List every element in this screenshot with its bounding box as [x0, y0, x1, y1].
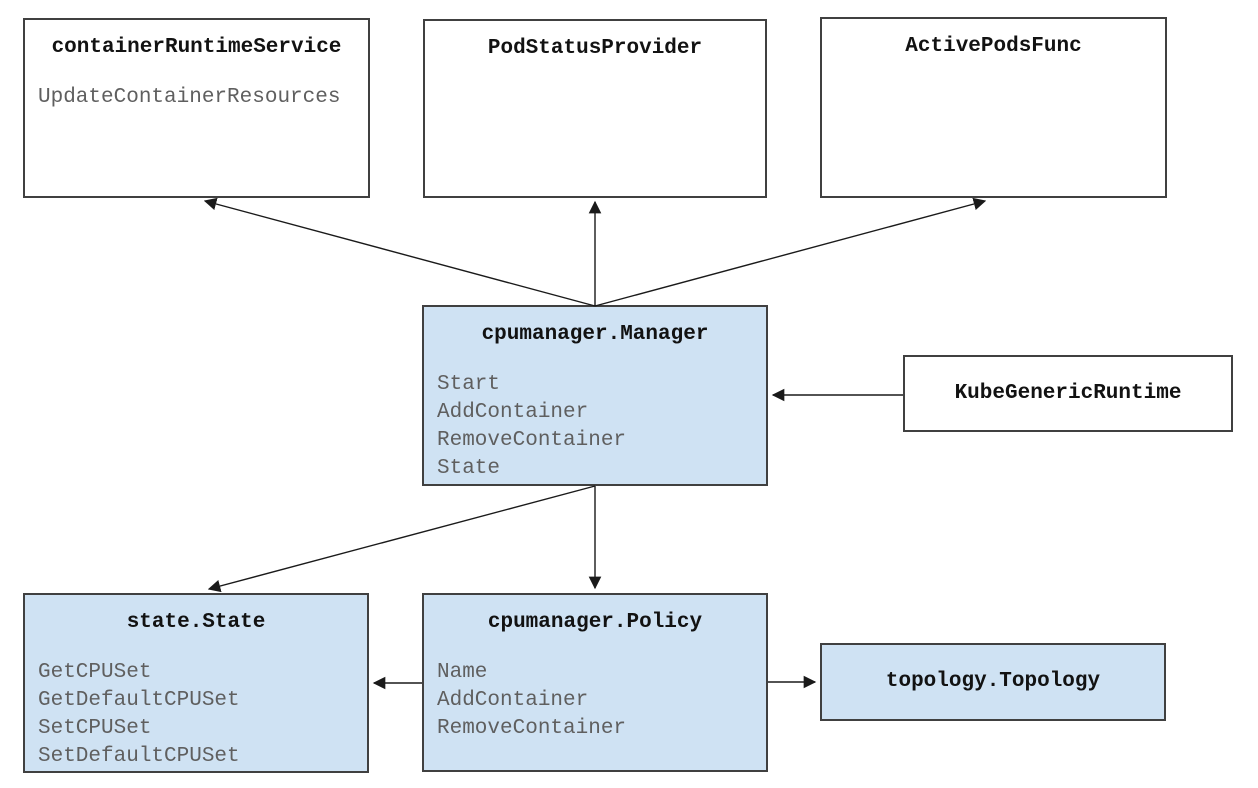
- method-item: SetCPUSet: [38, 717, 152, 740]
- node-title: ActivePodsFunc: [905, 35, 1082, 58]
- node-cpumanager-manager: cpumanager.Manager Start AddContainer Re…: [422, 305, 768, 486]
- method-item: Start: [437, 373, 501, 396]
- method-item: SetDefaultCPUSet: [38, 745, 240, 768]
- node-methods: UpdateContainerResources: [25, 84, 368, 112]
- node-title: containerRuntimeService: [51, 36, 342, 59]
- method-item: RemoveContainer: [437, 429, 627, 452]
- node-state-state: state.State GetCPUSet GetDefaultCPUSet S…: [23, 593, 369, 773]
- node-title: KubeGenericRuntime: [954, 381, 1182, 405]
- node-title: state.State: [126, 611, 266, 634]
- node-topology-topology: topology.Topology: [820, 643, 1166, 721]
- edge-manager-to-container-runtime-service: [203, 197, 596, 307]
- node-pod-status-provider: PodStatusProvider: [423, 19, 767, 198]
- method-item: UpdateContainerResources: [38, 86, 341, 109]
- node-title: cpumanager.Manager: [481, 323, 709, 346]
- method-item: AddContainer: [437, 689, 589, 712]
- method-item: GetCPUSet: [38, 661, 152, 684]
- node-methods: Name AddContainer RemoveContainer: [424, 659, 766, 743]
- edge-manager-to-state-state: [207, 485, 596, 593]
- node-kube-generic-runtime: KubeGenericRuntime: [903, 355, 1233, 432]
- method-item: AddContainer: [437, 401, 589, 424]
- edge-manager-to-active-pods-func: [594, 197, 987, 307]
- method-item: State: [437, 457, 501, 480]
- method-item: Name: [437, 661, 488, 684]
- node-container-runtime-service: containerRuntimeService UpdateContainerR…: [23, 18, 370, 198]
- method-item: RemoveContainer: [437, 717, 627, 740]
- node-title: cpumanager.Policy: [487, 611, 703, 634]
- node-methods: GetCPUSet GetDefaultCPUSet SetCPUSet Set…: [25, 659, 367, 771]
- node-title: PodStatusProvider: [487, 37, 703, 60]
- node-active-pods-func: ActivePodsFunc: [820, 17, 1167, 198]
- node-cpumanager-policy: cpumanager.Policy Name AddContainer Remo…: [422, 593, 768, 772]
- method-item: GetDefaultCPUSet: [38, 689, 240, 712]
- node-title: topology.Topology: [885, 670, 1101, 693]
- node-methods: Start AddContainer RemoveContainer State: [424, 371, 766, 483]
